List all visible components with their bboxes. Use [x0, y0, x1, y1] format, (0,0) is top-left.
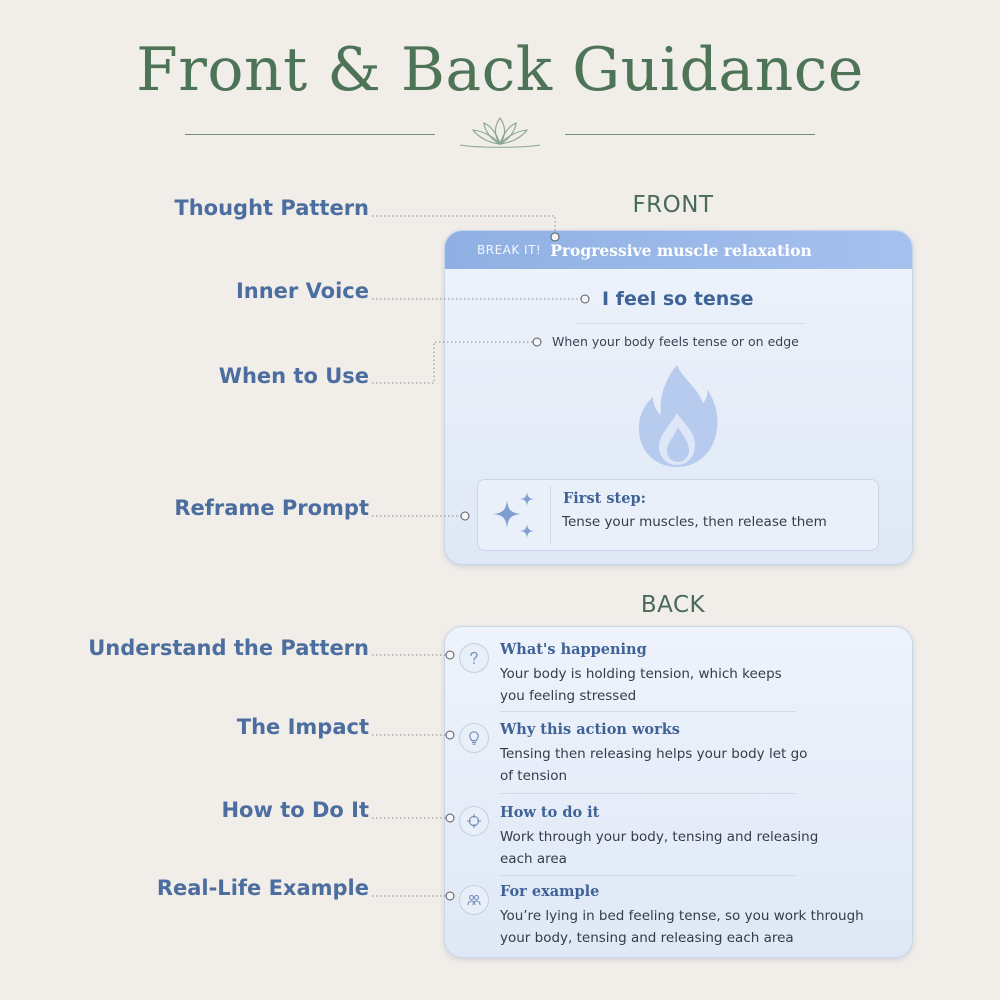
reframe-heading: First step: — [563, 490, 646, 507]
section-text-line: you feeling stressed — [500, 688, 637, 704]
label-how-to-do-it: How to Do It — [221, 798, 369, 822]
break-it-tag: BREAK IT! — [477, 243, 542, 257]
title-divider-right — [565, 134, 815, 135]
connector-dot — [445, 650, 455, 660]
section-divider — [500, 711, 796, 712]
flame-icon — [638, 365, 718, 467]
label-real-life-example: Real-Life Example — [156, 876, 369, 900]
front-heading: FRONT — [632, 192, 714, 218]
when-to-use-text: When your body feels tense or on edge — [552, 334, 799, 349]
section-text-line: each area — [500, 851, 567, 867]
section-heading: What's happening — [500, 641, 647, 658]
section-text-line: Your body is holding tension, which keep… — [500, 666, 782, 682]
reframe-divider — [550, 486, 551, 544]
section-heading: For example — [500, 883, 600, 900]
people-icon — [459, 885, 489, 915]
connector-dot — [580, 294, 590, 304]
label-impact: The Impact — [236, 715, 369, 739]
reframe-prompt-box: First step: Tense your muscles, then rel… — [477, 479, 879, 551]
connector-dot — [445, 730, 455, 740]
label-inner-voice: Inner Voice — [235, 279, 369, 303]
section-text-line: your body, tensing and releasing each ar… — [500, 930, 794, 946]
connector-dot — [550, 232, 560, 242]
connector-dot — [460, 511, 470, 521]
page-title: Front & Back Guidance — [136, 35, 864, 105]
section-divider — [500, 875, 796, 876]
lightbulb-icon — [459, 723, 489, 753]
back-card: What's happening Your body is holding te… — [444, 626, 913, 958]
section-heading: How to do it — [500, 804, 600, 821]
label-when-to-use: When to Use — [218, 364, 369, 388]
divider — [575, 323, 805, 324]
connector-dot — [445, 813, 455, 823]
card-title: Progressive muscle relaxation — [550, 240, 812, 260]
section-text-line: Tensing then releasing helps your body l… — [500, 746, 808, 762]
section-text-line: You’re lying in bed feeling tense, so yo… — [500, 908, 864, 924]
connector-dot — [532, 337, 542, 347]
label-understand-pattern: Understand the Pattern — [88, 636, 369, 660]
lotus-icon — [459, 117, 541, 148]
reframe-text: Tense your muscles, then release them — [562, 514, 827, 530]
sparkle-icon — [493, 492, 534, 538]
back-heading: BACK — [640, 592, 706, 618]
title-divider-left — [185, 134, 435, 135]
label-thought-pattern: Thought Pattern — [174, 196, 369, 220]
label-reframe-prompt: Reframe Prompt — [174, 496, 369, 520]
card-title-band: BREAK IT! Progressive muscle relaxation — [445, 231, 912, 269]
front-card: BREAK IT! Progressive muscle relaxation … — [444, 230, 913, 565]
section-text-line: of tension — [500, 768, 568, 784]
inner-voice-text: I feel so tense — [602, 288, 754, 310]
connector-dot — [445, 891, 455, 901]
target-icon — [459, 806, 489, 836]
section-divider — [500, 793, 796, 794]
question-icon — [459, 643, 489, 673]
section-text-line: Work through your body, tensing and rele… — [500, 829, 819, 845]
section-heading: Why this action works — [500, 721, 680, 738]
